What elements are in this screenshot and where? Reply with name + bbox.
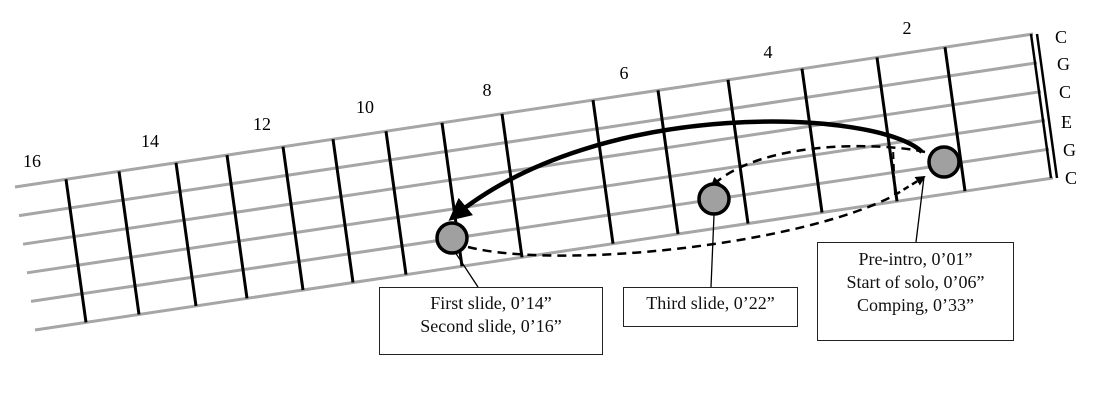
string-name: E (1061, 112, 1072, 132)
fret-line (64, 179, 88, 323)
fret-number: 4 (764, 42, 773, 62)
slide-arrow-dashed-upper (710, 144, 926, 188)
fret-line (656, 90, 680, 235)
slide-arrow-dashed-vertical (892, 147, 896, 196)
fret-line (500, 113, 524, 258)
finger-dot (927, 145, 961, 179)
fret-line (591, 99, 615, 244)
fret-line (117, 171, 141, 315)
connector-line (454, 251, 479, 288)
fret-line (225, 154, 249, 299)
fret-line (331, 138, 355, 283)
fret-line (726, 79, 750, 224)
annotation-line: Second slide, 0’16” (420, 316, 562, 336)
annotation-line: Start of solo, 0’06” (846, 272, 985, 292)
string-name: C (1065, 168, 1077, 188)
string-line (34, 176, 1054, 332)
connector-line (710, 214, 715, 288)
slide-arrow-dashed-tip (894, 175, 926, 197)
fret-number: 14 (141, 131, 159, 151)
fret-number: 12 (253, 114, 271, 134)
annotation-line: First slide, 0’14” (430, 293, 552, 313)
string-name: G (1063, 140, 1076, 160)
finger-dot (697, 182, 731, 216)
connector-line (915, 176, 925, 243)
fret-line (281, 146, 305, 291)
annotation-line: Comping, 0’33” (857, 295, 974, 315)
annotation-line: Pre-intro, 0’01” (858, 249, 973, 269)
annotation-first-second-slide: First slide, 0’14” Second slide, 0’16” (379, 287, 603, 355)
fret-line (800, 68, 824, 213)
fret-line (943, 47, 967, 192)
slide-arrow-dashed-lower (467, 193, 896, 257)
annotation-third-slide: Third slide, 0’22” (623, 287, 798, 327)
string-name: C (1055, 27, 1067, 47)
string-line (18, 61, 1038, 218)
fret-line (174, 162, 198, 307)
string-line (14, 32, 1034, 189)
nut-line (1035, 33, 1059, 179)
fret-number: 16 (23, 151, 41, 171)
string-name: G (1057, 54, 1070, 74)
string-name: C (1059, 82, 1071, 102)
fret-number: 10 (356, 97, 374, 117)
string-line (30, 147, 1050, 303)
annotation-line: Third slide, 0’22” (646, 293, 775, 313)
fret-number: 8 (483, 80, 492, 100)
slide-arrow-solid (448, 119, 924, 221)
fret-number: 6 (620, 63, 629, 83)
annotation-pre-intro: Pre-intro, 0’01” Start of solo, 0’06” Co… (817, 242, 1014, 341)
fret-number: 2 (903, 18, 912, 38)
finger-dot (435, 221, 469, 255)
fret-line (384, 131, 408, 275)
nut-line (1029, 33, 1053, 179)
